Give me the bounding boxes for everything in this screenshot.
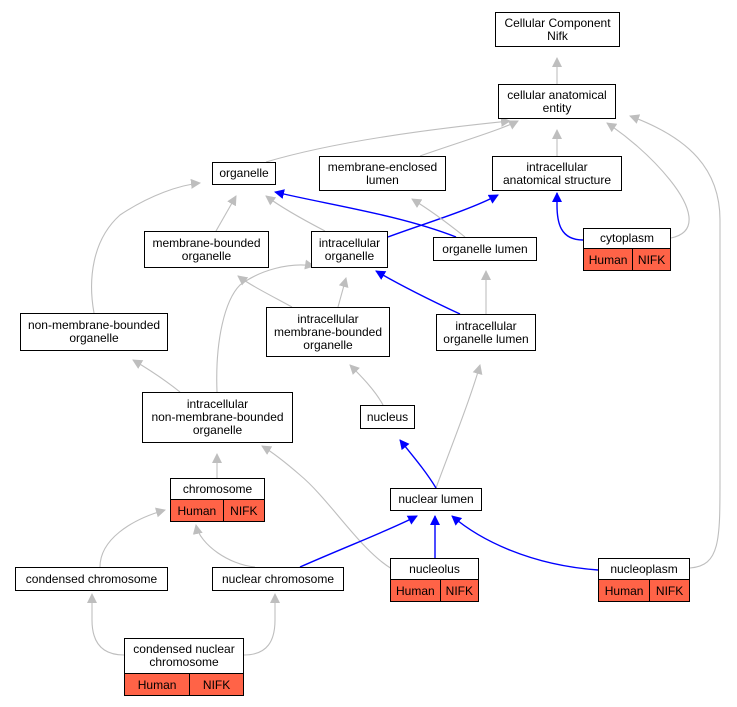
node-label: organelle	[219, 166, 269, 180]
edge-is-a-io-to-organelle	[265, 195, 326, 232]
edge-is-a-condensed-to-chromosome	[99, 507, 166, 568]
node-label: chromosome	[182, 481, 253, 496]
edge-is-a-inmbo-to-io	[216, 259, 315, 393]
node-nucleus[interactable]: nucleus	[360, 405, 415, 429]
node-condensed-chromosome[interactable]: condensed chromosome	[15, 567, 168, 591]
node-label: intracellular membrane-bounded organelle	[273, 311, 383, 352]
edge-is-a-cytoplasm-to-cae	[606, 122, 690, 239]
annotation-nifk-badge[interactable]: NIFK	[632, 249, 670, 270]
node-label: non-membrane-bounded organelle	[27, 318, 161, 345]
edge-is-a-nmbo-to-organelle	[91, 178, 201, 314]
edge-is-a-cnc-to-condensed	[87, 593, 125, 656]
edge-is-a-inmbo-to-nmbo	[132, 359, 181, 393]
edge-is-a-mel-to-cae	[419, 120, 519, 157]
node-cytoplasm[interactable]: cytoplasm	[583, 228, 671, 249]
annotation-nifk-badge[interactable]: NIFK	[439, 580, 478, 601]
annotation-badges: Human NIFK	[390, 580, 479, 602]
edge-is-a-nucleoplasm-to-cae	[629, 114, 721, 569]
node-label: nucleolus	[409, 561, 460, 576]
annotation-nifk-badge[interactable]: NIFK	[649, 580, 689, 601]
node-intracellular-non-membrane-bounded-organelle[interactable]: intracellular non-membrane-bounded organ…	[142, 392, 293, 443]
annotation-nifk-badge[interactable]: NIFK	[222, 500, 264, 521]
edge-is-a-nucleolus-to-inmbo	[261, 445, 393, 570]
node-intracellular-anatomical-structure[interactable]: intracellular anatomical structure	[492, 156, 622, 191]
node-membrane-bounded-organelle[interactable]: membrane-bounded organelle	[144, 231, 269, 268]
node-nuclear-chromosome[interactable]: nuclear chromosome	[212, 567, 344, 591]
node-organelle-lumen[interactable]: organelle lumen	[433, 237, 537, 261]
annotation-human-badge[interactable]: Human	[588, 252, 628, 267]
edge-part-of-cytoplasm-to-ias	[552, 192, 584, 241]
node-label: intracellular organelle	[318, 235, 381, 263]
annotation-human-badge[interactable]: Human	[177, 503, 217, 518]
node-cellular-anatomical-entity[interactable]: cellular anatomical entity	[498, 84, 616, 119]
edge-is-a-mbo-to-organelle	[215, 195, 237, 232]
node-nuclear-lumen[interactable]: nuclear lumen	[390, 488, 482, 511]
node-label: Cellular Component Nifk	[504, 15, 611, 43]
annotation-human-badge[interactable]: Human	[395, 583, 435, 598]
edge-part-of-nuclear_chrom-to-nuclear_lumen	[299, 515, 418, 568]
node-label: nucleoplasm	[610, 561, 678, 576]
node-label: membrane-enclosed lumen	[327, 159, 438, 187]
edge-is-a-nucleus-to-imbo	[349, 364, 384, 406]
annotation-badges: Human NIFK	[598, 580, 690, 602]
node-label: membrane-bounded organelle	[152, 235, 261, 263]
node-chromosome[interactable]: chromosome	[170, 478, 265, 500]
edge-is-a-imbo-to-io	[337, 277, 349, 308]
node-intracellular-membrane-bounded-organelle[interactable]: intracellular membrane-bounded organelle	[266, 307, 390, 357]
node-nucleoplasm[interactable]: nucleoplasm	[598, 558, 690, 580]
annotation-badges: Human NIFK	[583, 249, 671, 271]
node-label: condensed chromosome	[25, 571, 158, 586]
annotation-human-badge[interactable]: Human	[137, 677, 177, 692]
node-non-membrane-bounded-organelle[interactable]: non-membrane-bounded organelle	[20, 313, 168, 351]
node-label: intracellular non-membrane-bounded organ…	[151, 397, 284, 437]
annotation-badges: Human NIFK	[124, 674, 244, 696]
node-cellular-component-nifk[interactable]: Cellular Component Nifk	[495, 12, 620, 47]
edge-part-of-io-to-ias	[387, 194, 499, 238]
node-label: nuclear lumen	[398, 492, 474, 506]
node-condensed-nuclear-chromosome[interactable]: condensed nuclear chromosome	[124, 638, 244, 674]
edge-is-a-cnc-to-nuclear_chrom	[243, 593, 280, 656]
edge-is-a-nuclear_chrom-to-chromosome	[192, 524, 256, 568]
edge-part-of-ol-to-organelle	[274, 189, 457, 238]
node-label: cytoplasm	[599, 231, 655, 245]
edge-is-a-ol-to-mel	[411, 198, 466, 238]
node-label: nuclear chromosome	[221, 571, 335, 586]
node-intracellular-organelle[interactable]: intracellular organelle	[311, 231, 388, 268]
edge-is-a-imbo-to-mbo	[237, 275, 293, 308]
edge-is-a-organelle-to-cae	[265, 116, 511, 163]
edge-part-of-nuclear_lumen-to-nucleus	[399, 439, 437, 489]
edge-is-a-nuclear_lumen-to-iol	[435, 364, 483, 489]
annotation-nifk-badge[interactable]: NIFK	[189, 674, 243, 695]
annotation-badges: Human NIFK	[170, 500, 265, 522]
node-organelle[interactable]: organelle	[212, 162, 276, 185]
node-label: cellular anatomical entity	[507, 87, 607, 115]
node-nucleolus[interactable]: nucleolus	[390, 558, 479, 580]
annotation-human-badge[interactable]: Human	[604, 583, 644, 598]
node-membrane-enclosed-lumen[interactable]: membrane-enclosed lumen	[319, 156, 446, 191]
edge-part-of-nucleoplasm-to-nuclear_lumen	[451, 515, 599, 571]
node-label: intracellular organelle lumen	[443, 318, 529, 346]
node-intracellular-organelle-lumen[interactable]: intracellular organelle lumen	[436, 314, 536, 351]
edge-part-of-iol-to-io	[375, 270, 461, 315]
node-label: condensed nuclear chromosome	[133, 642, 235, 669]
node-label: organelle lumen	[442, 241, 528, 256]
node-label: intracellular anatomical structure	[502, 159, 612, 187]
node-label: nucleus	[366, 409, 409, 424]
